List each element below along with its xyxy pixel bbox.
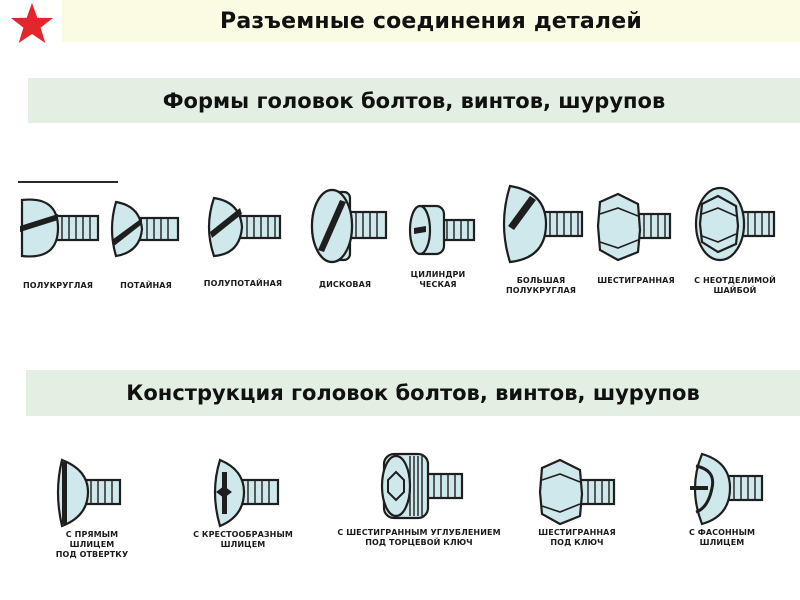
hex-head-bolt-icon xyxy=(596,192,672,262)
cylinder-head-screw-icon xyxy=(408,204,476,256)
disc-head-screw-icon xyxy=(310,188,388,264)
cross-slot-screw-icon xyxy=(213,458,280,528)
page-title: Разъемные соединения деталей xyxy=(220,8,642,34)
caption-round: ПОЛУКРУГЛАЯ xyxy=(22,281,94,290)
scan-artifact-line xyxy=(18,181,118,183)
flanged-hex-bolt-icon xyxy=(694,186,776,262)
large-round-head-screw-icon xyxy=(502,184,584,264)
hex-wrench-bolt-icon xyxy=(538,458,616,526)
raised-countersunk-screw-icon xyxy=(207,196,282,258)
round-head-screw-icon xyxy=(20,198,100,258)
title-bar: Разъемные соединения деталей xyxy=(62,0,800,42)
shaped-slot-screw-icon xyxy=(690,452,764,526)
red-star-icon xyxy=(11,3,53,43)
section-construction-heading: Конструкция головок болтов, винтов, шуру… xyxy=(26,370,800,416)
slotted-screw-icon xyxy=(56,458,122,528)
caption-disc: ДИСКОВАЯ xyxy=(318,280,372,289)
caption-countersunk: ПОТАЙНАЯ xyxy=(120,281,172,290)
countersunk-screw-icon xyxy=(110,200,180,258)
section-shapes-heading: Формы головок болтов, винтов, шурупов xyxy=(28,78,800,123)
socket-head-screw-icon xyxy=(380,452,464,520)
caption-raised-countersunk: ПОЛУПОТАЙНАЯ xyxy=(203,279,283,288)
caption-hex: ШЕСТИГРАННАЯ xyxy=(597,276,675,285)
